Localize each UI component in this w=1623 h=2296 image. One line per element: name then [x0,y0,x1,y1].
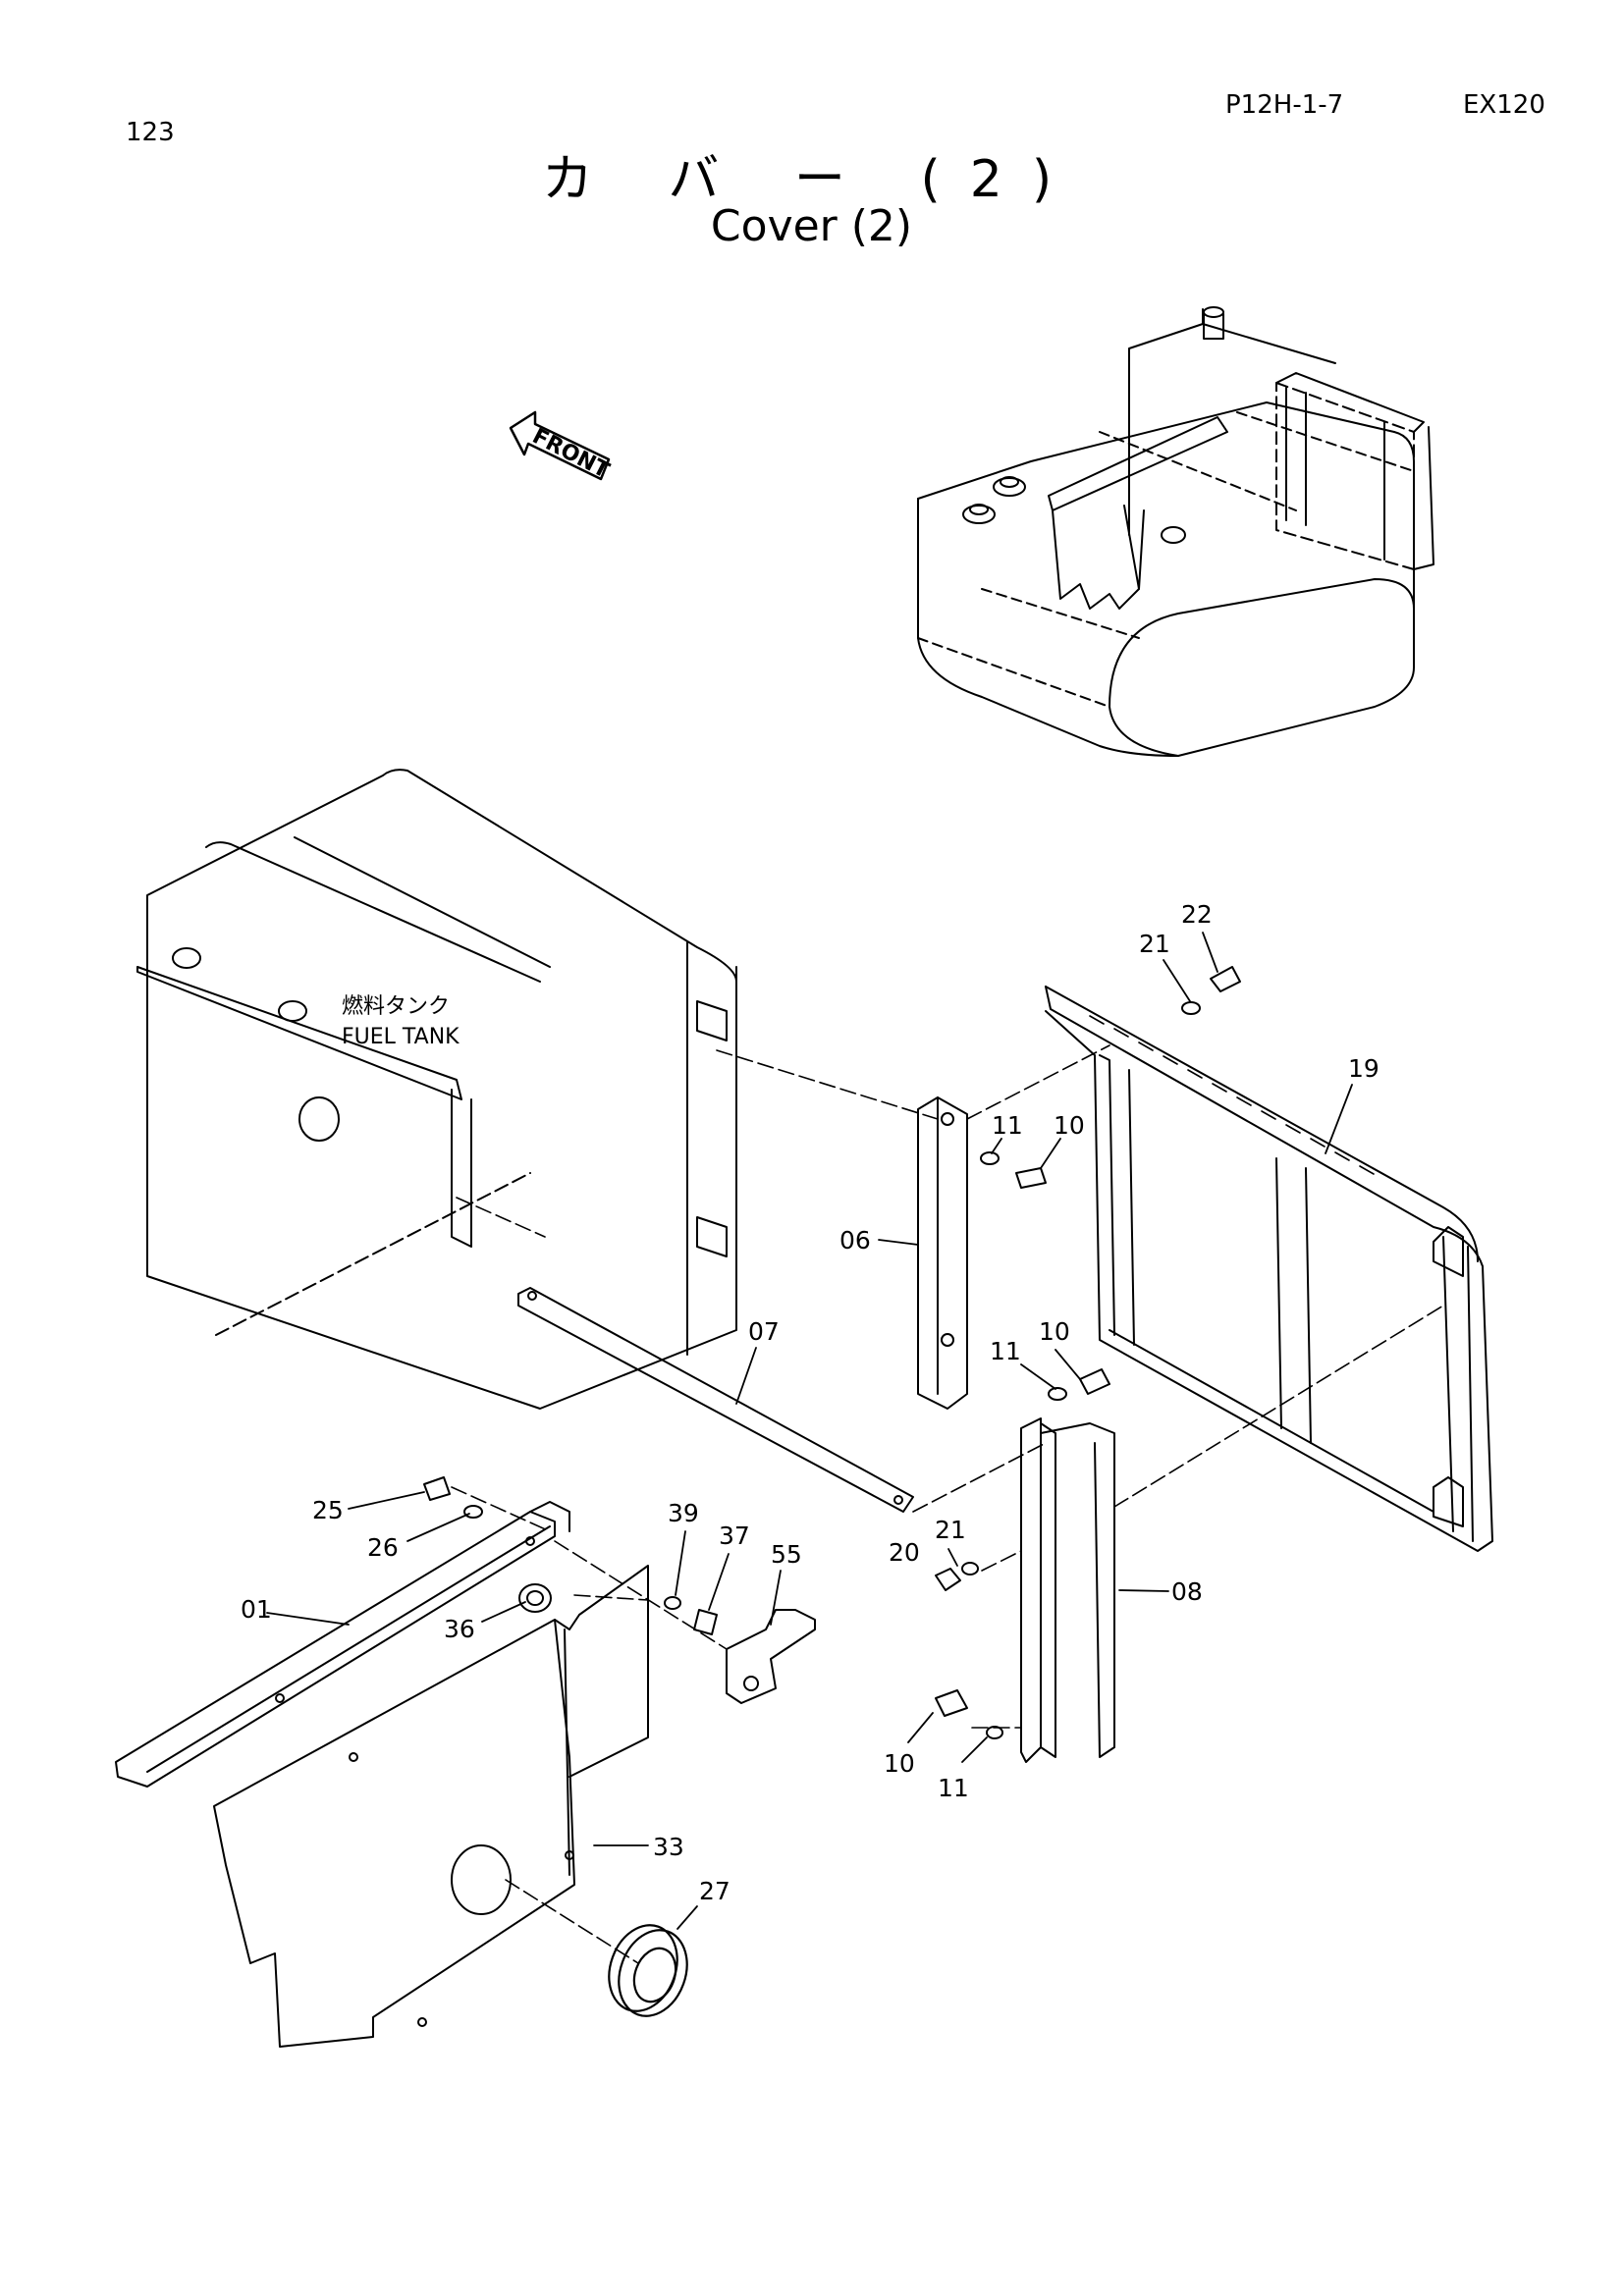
callout-21: 21 [935,1516,966,1544]
callout-55: 55 [771,1540,802,1569]
rail-01 [115,1501,570,1788]
strap-07 [517,1287,914,1513]
panel-slots [1089,1015,1375,1175]
callout-21: 21 [1139,930,1170,958]
fuel-tank-label-jp: 燃料タンク [342,994,450,1019]
front-arrow: FRONT [509,410,613,483]
bracket-08 [1020,1417,1115,1763]
fuel-tank-label-en: FUEL TANK [342,1025,460,1049]
machine-overview [917,306,1434,757]
cover-plate-33 [213,1565,649,2048]
callout-10: 10 [1054,1111,1085,1140]
callout-19: 19 [1348,1054,1380,1083]
callout-20: 20 [889,1538,920,1567]
callout-26: 26 [367,1533,399,1562]
document-code: P12H-1-7 [1225,90,1344,120]
seal-27 [608,1924,688,2017]
fuel-tank: 燃料タンク FUEL TANK [136,769,737,1410]
callout-37: 37 [719,1522,750,1550]
title-japanese: カ バ ー (2) [541,150,1082,209]
callout-06: 06 [839,1226,871,1255]
assembly-lines [451,1044,1444,1964]
page-number: 123 [126,118,175,147]
callout-11: 11 [992,1111,1023,1140]
callout-10: 10 [1039,1317,1070,1346]
callout-11: 11 [990,1337,1021,1365]
callout-33: 33 [653,1833,684,1861]
leader-lines [266,932,1353,1930]
callout-25: 25 [312,1496,344,1524]
callout-36: 36 [444,1615,475,1643]
callout-11: 11 [938,1774,969,1802]
model-number: EX120 [1463,90,1545,120]
panel-19 [1045,986,1493,1552]
callout-10: 10 [884,1749,915,1778]
plate-55 [726,1609,816,1704]
callout-numbers: 22 21 19 11 10 06 07 11 10 39 37 55 25 2… [241,900,1380,1905]
callout-22: 22 [1181,900,1213,929]
callout-07: 07 [748,1317,780,1346]
hardware [423,966,1241,1739]
callout-39: 39 [668,1499,699,1527]
front-label: FRONT [528,424,613,483]
bracket-06 [917,1096,968,1410]
title-english: Cover (2) [710,201,913,251]
callout-27: 27 [699,1877,730,1905]
callout-01: 01 [241,1595,272,1624]
callout-08: 08 [1171,1577,1203,1606]
